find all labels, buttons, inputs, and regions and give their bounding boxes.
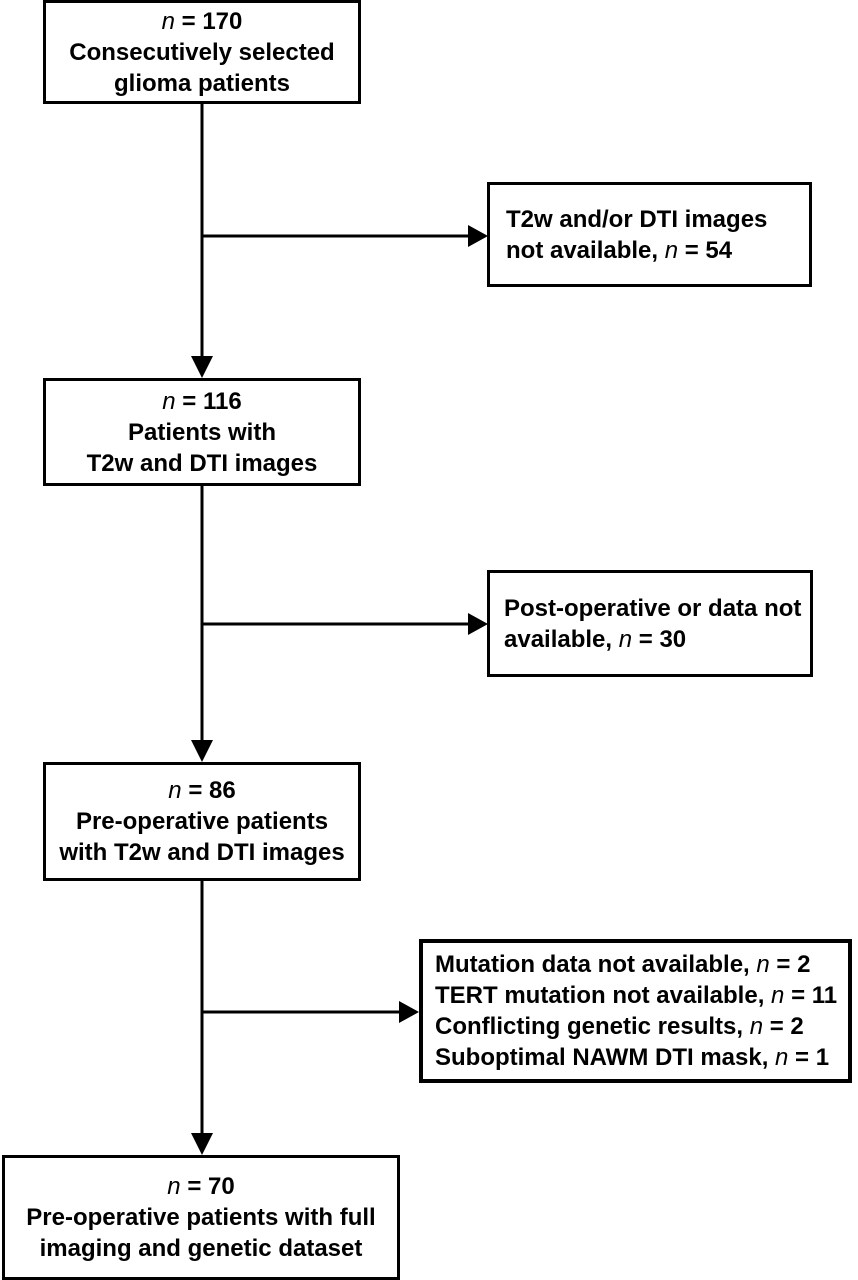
n-variable: n xyxy=(162,387,176,415)
flow-box-pre-operative-cohort: n = 86 Pre-operative patients with T2w a… xyxy=(43,762,361,881)
n-variable: n xyxy=(771,982,785,1009)
cohort-count: n = 86 xyxy=(168,777,236,804)
box-label-line-1: Patients with xyxy=(127,418,277,446)
n-variable: n xyxy=(775,1044,789,1071)
arrowhead-right-2 xyxy=(468,613,488,635)
box-label-line-1: Pre-operative patients xyxy=(75,808,329,835)
flow-box-final-dataset: n = 70 Pre-operative patients with full … xyxy=(2,1155,400,1280)
box-label-line-2: glioma patients xyxy=(113,69,291,97)
arrowhead-down-2 xyxy=(191,740,213,762)
cohort-count: n = 70 xyxy=(167,1173,235,1200)
exclusion-count: available, n = 30 xyxy=(504,625,687,653)
flow-box-t2w-dti-cohort: n = 116 Patients with T2w and DTI images xyxy=(43,378,361,486)
n-variable: n xyxy=(167,1173,181,1200)
n-variable: n xyxy=(168,777,182,804)
box-label-line-2: imaging and genetic dataset xyxy=(39,1235,363,1262)
box-label-line-1: Pre-operative patients with full xyxy=(26,1204,376,1231)
exclusion-box-post-operative: Post-operative or data not available, n … xyxy=(487,570,813,677)
exclusion-label-line-1: Post-operative or data not xyxy=(504,594,802,622)
n-variable: n xyxy=(749,1013,764,1040)
arrowhead-down-3 xyxy=(191,1133,213,1155)
arrowhead-down-1 xyxy=(191,356,213,378)
exclusion-box-imaging-unavailable: T2w and/or DTI images not available, n =… xyxy=(487,182,812,287)
box-label-line-2: T2w and DTI images xyxy=(86,449,318,477)
n-variable: n xyxy=(618,625,633,653)
arrowhead-right-1 xyxy=(468,225,488,247)
flow-box-initial-cohort: n = 170 Consecutively selected glioma pa… xyxy=(43,0,361,104)
box-label-line-2: with T2w and DTI images xyxy=(59,839,345,866)
n-variable: n xyxy=(756,951,770,978)
n-variable: n xyxy=(161,7,175,35)
exclusion-item: Suboptimal NAWM DTI mask, n = 1 xyxy=(435,1044,830,1071)
exclusion-box-genetic-data: Mutation data not available, n = 2 TERT … xyxy=(419,939,852,1083)
exclusion-item: TERT mutation not available, n = 11 xyxy=(435,982,838,1009)
exclusion-item: Conflicting genetic results, n = 2 xyxy=(435,1013,804,1040)
exclusion-count: not available, n = 54 xyxy=(506,236,733,264)
cohort-count: n = 116 xyxy=(162,387,242,415)
n-variable: n xyxy=(664,236,679,264)
box-label-line-1: Consecutively selected xyxy=(69,38,335,66)
exclusion-label-line-1: T2w and/or DTI images xyxy=(506,205,768,233)
cohort-count: n = 170 xyxy=(161,7,243,35)
exclusion-item: Mutation data not available, n = 2 xyxy=(435,951,811,978)
arrowhead-right-3 xyxy=(399,1001,419,1023)
